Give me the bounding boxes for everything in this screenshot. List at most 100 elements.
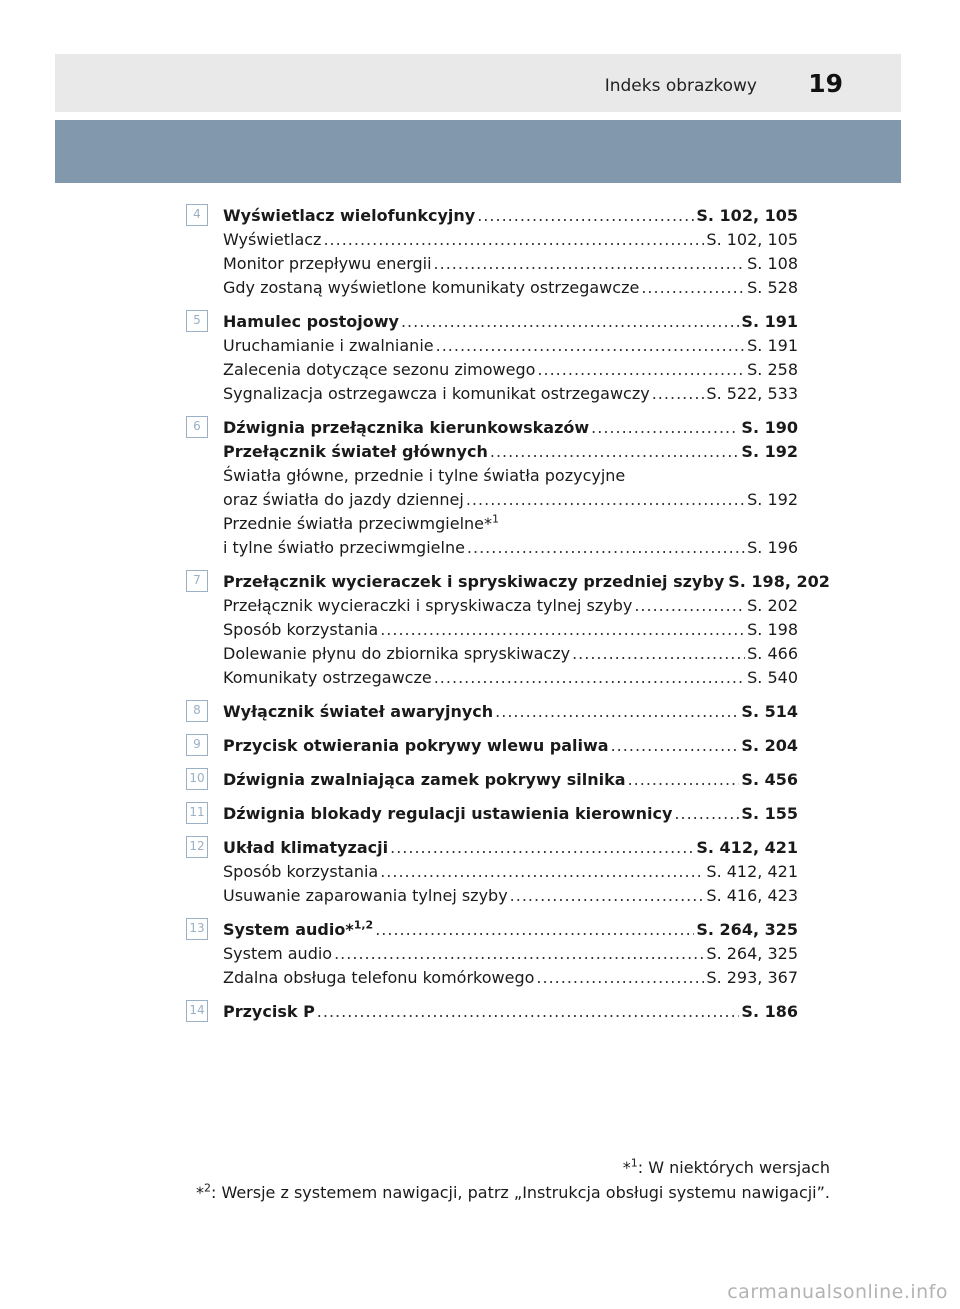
page-reference: S. 528 (747, 278, 798, 297)
section-title: Indeks obrazkowy (604, 76, 757, 96)
entry-label: Sygnalizacja ostrzegawcza i komunikat os… (223, 384, 650, 403)
entry-number-badge: 14 (186, 1000, 208, 1022)
page-reference: S. 522, 533 (706, 384, 798, 403)
entry-subitem: Światła główne, przednie i tylne światła… (223, 464, 798, 488)
index-entry: 12 Układ klimatyzacji....................… (186, 836, 798, 908)
entry-text: System audio (223, 942, 332, 966)
entry-text: Zdalna obsługa telefonu komórkowego (223, 966, 534, 990)
index-entry: 14 Przycisk P............................… (186, 1000, 798, 1024)
page-reference: S. 264, 325 (696, 920, 798, 939)
entry-text: Przełącznik wycieraczki i spryskiwacza t… (223, 594, 632, 618)
page-reference: S. 456 (741, 770, 798, 789)
page-reference: S. 102, 105 (706, 230, 798, 249)
entry-subitem: i tylne światło przeciwmgielne..........… (223, 536, 798, 560)
entry-number-badge: 7 (186, 570, 208, 592)
leader-dots: ........................................… (509, 886, 705, 905)
leader-dots: ........................................… (537, 360, 745, 379)
footnote: *2: Wersje z systemem nawigacji, patrz „… (196, 1180, 830, 1205)
entry-number-badge: 11 (186, 802, 208, 824)
entry-heading: Dźwignia przełącznika kierunkowskazów...… (223, 416, 798, 440)
entry-text: Usuwanie zaparowania tylnej szyby (223, 884, 508, 908)
entry-heading: Przełącznik wycieraczek i spryskiwaczy p… (223, 570, 830, 594)
index-entry: 7 Przełącznik wycieraczek i spryskiwaczy … (186, 570, 830, 690)
entry-text: Wyłącznik świateł awaryjnych (223, 700, 493, 724)
entry-heading: Dźwignia blokady regulacji ustawienia ki… (223, 802, 798, 826)
entry-label: Przycisk P (223, 1002, 315, 1021)
entry-label: Przednie światła przeciwmgielne* (223, 514, 493, 533)
leader-dots: ........................................… (334, 944, 705, 963)
page-reference: S. 204 (741, 736, 798, 755)
entry-number-badge: 10 (186, 768, 208, 790)
leader-dots: ........................................… (390, 838, 695, 857)
leader-dots: ........................................… (380, 862, 704, 881)
entry-text: Układ klimatyzacji (223, 836, 388, 860)
entry-subitem: Sposób korzystania......................… (223, 860, 798, 884)
footnote-number: 2 (203, 1181, 211, 1195)
entry-label: Dźwignia przełącznika kierunkowskazów (223, 418, 590, 437)
entry-text: Hamulec postojowy (223, 310, 399, 334)
entry-text: Przycisk otwierania pokrywy wlewu paliwa (223, 734, 609, 758)
entry-number-badge: 13 (186, 918, 208, 940)
entry-label: Przycisk otwierania pokrywy wlewu paliwa (223, 736, 609, 755)
entry-subitem: System audio............................… (223, 942, 798, 966)
index-entry: 11 Dźwignia blokady regulacji ustawienia … (186, 802, 798, 826)
entry-heading: Przycisk P..............................… (223, 1000, 798, 1024)
leader-dots: ........................................… (591, 418, 740, 437)
page-reference: S. 155 (741, 804, 798, 823)
page-header: Indeks obrazkowy 19 (55, 54, 901, 112)
page-reference: S. 264, 325 (706, 944, 798, 963)
leader-dots: ........................................… (572, 644, 745, 663)
entry-text: Monitor przepływu energii (223, 252, 432, 276)
entry-number-badge: 4 (186, 204, 208, 226)
entry-subitem: Dolewanie płynu do zbiornika spryskiwacz… (223, 642, 798, 666)
footnote-asterisk: * (622, 1158, 631, 1177)
entry-text: i tylne światło przeciwmgielne (223, 536, 465, 560)
entry-text: Dźwignia przełącznika kierunkowskazów (223, 416, 589, 440)
entry-text: Wyświetlacz (223, 228, 321, 252)
entry-text: Sygnalizacja ostrzegawcza i komunikat os… (223, 382, 650, 406)
entry-subitem: Uruchamianie i zwalnianie...............… (223, 334, 798, 358)
entry-label: Układ klimatyzacji (223, 838, 389, 857)
entry-subitem: Monitor przepływu energii...............… (223, 252, 798, 276)
entry-label: Hamulec postojowy (223, 312, 399, 331)
watermark[interactable]: carmanualsonline.info (727, 1281, 948, 1303)
index-list: 4 Wyświetlacz wielofunkcyjny.............… (186, 204, 830, 1034)
entry-text: Przełącznik wycieraczek i spryskiwaczy p… (223, 570, 724, 594)
entry-subitem: Przednie światła przeciwmgielne*1 (223, 512, 798, 536)
page-reference: S. 198, 202 (728, 572, 830, 591)
entry-label: Przełącznik świateł głównych (223, 442, 488, 461)
entry-heading: Wyświetlacz wielofunkcyjny..............… (223, 204, 798, 228)
entry-label: Gdy zostaną wyświetlone komunikaty ostrz… (223, 278, 640, 297)
page-reference: S. 466 (747, 644, 798, 663)
entry-label: Zalecenia dotyczące sezonu zimowego (223, 360, 536, 379)
leader-dots: ........................................… (380, 620, 746, 639)
leader-dots: ........................................… (375, 920, 694, 939)
page-reference: S. 192 (741, 442, 798, 461)
entry-text: Zalecenia dotyczące sezonu zimowego (223, 358, 535, 382)
entry-label: Przełącznik wycieraczki i spryskiwacza t… (223, 596, 633, 615)
page-reference: S. 258 (747, 360, 798, 379)
page-reference: S. 102, 105 (696, 206, 798, 225)
entry-label: Dźwignia blokady regulacji ustawienia ki… (223, 804, 673, 823)
entry-label: Sposób korzystania (223, 862, 379, 881)
entry-label: Usuwanie zaparowania tylnej szyby (223, 886, 508, 905)
page-reference: S. 190 (741, 418, 798, 437)
footnote-text: : Wersje z systemem nawigacji, patrz „In… (210, 1183, 830, 1202)
entry-heading: Przycisk otwierania pokrywy wlewu paliwa… (223, 734, 798, 758)
entry-text: Sposób korzystania (223, 618, 378, 642)
entry-number-badge: 12 (186, 836, 208, 858)
page-number: 19 (808, 69, 843, 98)
entry-subitem: Usuwanie zaparowania tylnej szyby.......… (223, 884, 798, 908)
page-reference: S. 412, 421 (696, 838, 798, 857)
footnote-number: 1 (630, 1156, 638, 1170)
entry-subitem: Wyświetlacz.............................… (223, 228, 798, 252)
entry-label: Wyświetlacz wielofunkcyjny (223, 206, 476, 225)
leader-dots: ........................................… (634, 596, 745, 615)
entry-label: Uruchamianie i zwalnianie (223, 336, 434, 355)
entry-subitem: Sygnalizacja ostrzegawcza i komunikat os… (223, 382, 798, 406)
footnote-marker: 1 (492, 512, 500, 526)
page-reference: S. 198 (747, 620, 798, 639)
leader-dots: ........................................… (651, 384, 705, 403)
